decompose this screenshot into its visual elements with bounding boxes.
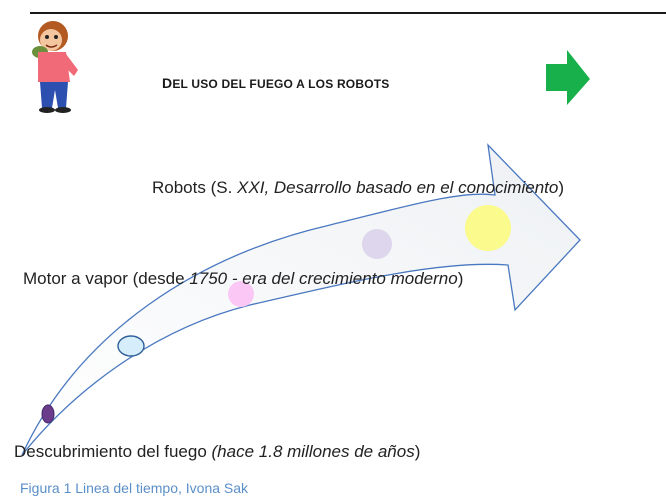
timeline-label-motor: Motor a vapor (desde 1750 - era del crec…	[23, 269, 464, 288]
dot-motor	[228, 281, 254, 307]
figure-caption: Figura 1 Linea del tiempo, Ivona Sak	[20, 480, 249, 496]
timeline-label-fuego: Descubrimiento del fuego (hace 1.8 millo…	[14, 442, 421, 461]
top-rule	[30, 12, 666, 14]
dot-robots	[465, 205, 511, 251]
page-title: DEL USO DEL FUEGO A LOS ROBOTS	[162, 75, 390, 91]
timeline-curve-arrow	[21, 143, 581, 456]
dot-mid	[362, 229, 392, 259]
cartoon-man-icon	[32, 21, 78, 113]
timeline-label-robots: Robots (S. XXI, Desarrollo basado en el …	[152, 178, 565, 197]
dot-early	[117, 335, 145, 357]
dot-fuego	[41, 404, 55, 424]
green-right-arrow-icon	[546, 50, 590, 105]
